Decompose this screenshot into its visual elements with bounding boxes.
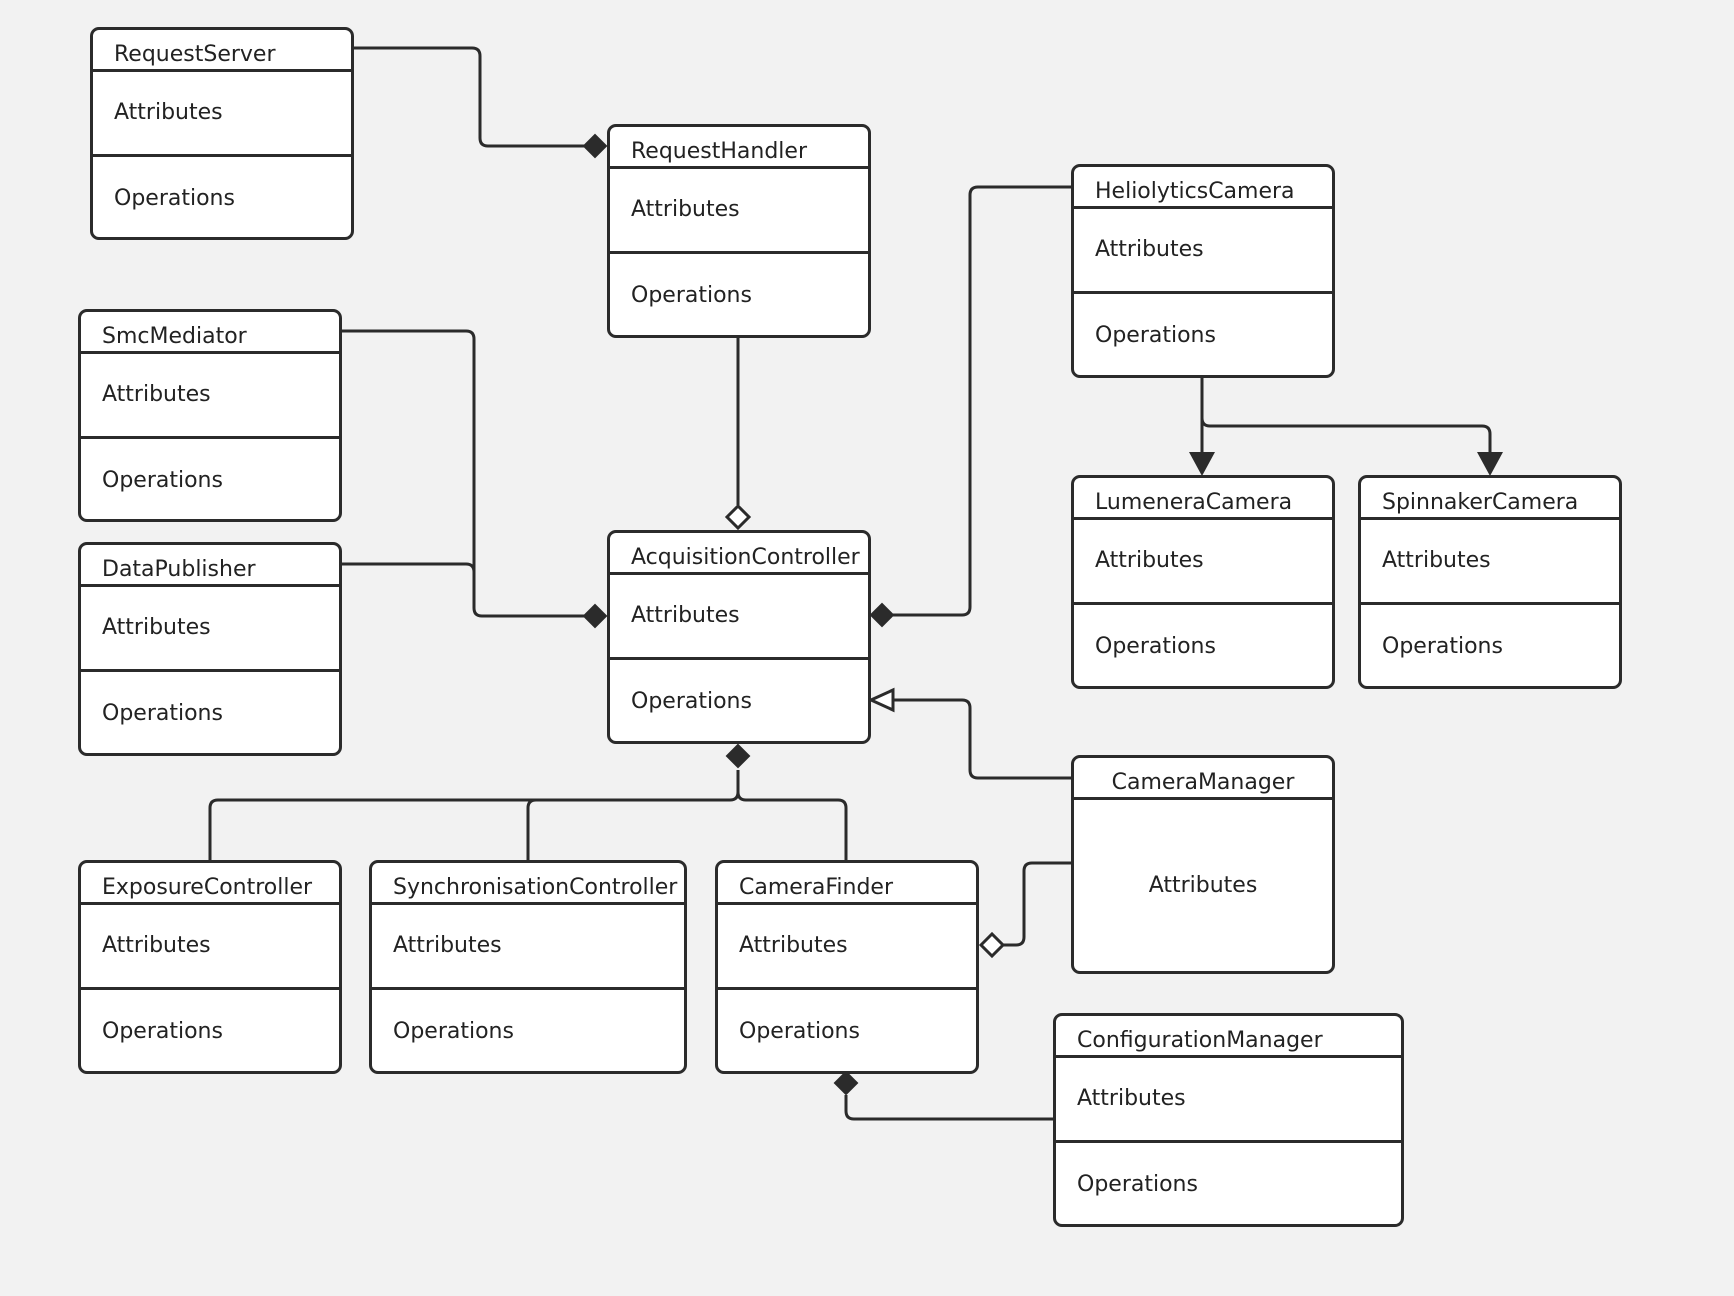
class-operations: Operations	[1095, 634, 1216, 659]
class-operations: Operations	[114, 186, 235, 211]
class-name: ExposureController	[81, 863, 339, 905]
class-name: HeliolyticsCamera	[1074, 167, 1332, 209]
class-attributes: Attributes	[610, 169, 868, 254]
composition-diamond-ac-right	[869, 602, 895, 628]
class-attributes: Attributes	[1074, 520, 1332, 605]
class-name: CameraManager	[1074, 758, 1332, 800]
class-operations: Operations	[102, 468, 223, 493]
class-operations: Operations	[631, 689, 752, 714]
aggregation-diamond-camerafinder	[978, 931, 1006, 959]
class-operations: Operations	[1077, 1172, 1198, 1197]
class-operations: Operations	[102, 701, 223, 726]
class-operations: Operations	[1382, 634, 1503, 659]
connector-bottom-tree	[208, 770, 740, 862]
class-attributes: Attributes	[1074, 209, 1332, 294]
class-name: CameraFinder	[718, 863, 976, 905]
class-spinnakercamera[interactable]: SpinnakerCamera Attributes Operations	[1358, 475, 1622, 689]
class-name: DataPublisher	[81, 545, 339, 587]
class-attributes: Attributes	[718, 905, 976, 990]
class-configurationmanager[interactable]: ConfigurationManager Attributes Operatio…	[1053, 1013, 1404, 1227]
connector-cameramanager-acquisitioncontroller	[893, 698, 1072, 780]
connector-heliolyticscamera-cameras	[1200, 378, 1492, 452]
connector-configurationmanager-camerafinder	[844, 1095, 1054, 1121]
class-name: SynchronisationController	[372, 863, 684, 905]
class-name: RequestServer	[93, 30, 351, 72]
class-acquisitioncontroller[interactable]: AcquisitionController Attributes Operati…	[607, 530, 871, 744]
class-operations: Operations	[393, 1019, 514, 1044]
class-name: LumeneraCamera	[1074, 478, 1332, 520]
connector-requestserver-requesthandler	[352, 46, 584, 148]
connector-smcmediator-acquisitioncontroller	[341, 329, 584, 618]
class-attributes: Attributes	[93, 72, 351, 157]
composition-diamond-requesthandler	[582, 133, 608, 159]
generalization-triangle	[867, 687, 895, 713]
class-attributes: Attributes	[1361, 520, 1619, 605]
connector-cameramanager-camerafinder	[1003, 861, 1072, 947]
class-attributes: Attributes	[372, 905, 684, 990]
class-name: ConfigurationManager	[1056, 1016, 1401, 1058]
composition-diamond-ac-bottom	[725, 743, 751, 769]
class-attributes: Attributes	[1056, 1058, 1401, 1143]
class-operations: Operations	[631, 283, 752, 308]
class-operations: Operations	[739, 1019, 860, 1044]
class-lumeneracamera[interactable]: LumeneraCamera Attributes Operations	[1071, 475, 1335, 689]
class-name: AcquisitionController	[610, 533, 868, 575]
class-exposurecontroller[interactable]: ExposureController Attributes Operations	[78, 860, 342, 1074]
composition-diamond-camerafinder-bottom	[833, 1070, 859, 1096]
class-heliolyticscamera[interactable]: HeliolyticsCamera Attributes Operations	[1071, 164, 1335, 378]
class-operations: Operations	[102, 1019, 223, 1044]
class-attributes: Attributes	[81, 587, 339, 672]
class-synchronisationcontroller[interactable]: SynchronisationController Attributes Ope…	[369, 860, 687, 1074]
class-cameramanager[interactable]: CameraManager Attributes	[1071, 755, 1335, 974]
class-name: SpinnakerCamera	[1361, 478, 1619, 520]
class-attributes: Attributes	[610, 575, 868, 660]
class-smcmediator[interactable]: SmcMediator Attributes Operations	[78, 309, 342, 522]
connector-datapublisher-acquisitioncontroller	[341, 562, 476, 608]
class-requesthandler[interactable]: RequestHandler Attributes Operations	[607, 124, 871, 338]
arrowhead-lumenera	[1189, 452, 1215, 476]
composition-diamond-ac-left	[582, 603, 608, 629]
class-datapublisher[interactable]: DataPublisher Attributes Operations	[78, 542, 342, 756]
class-attributes: Attributes	[81, 354, 339, 439]
class-attributes: Attributes	[81, 905, 339, 990]
arrowhead-spinnaker	[1477, 452, 1503, 476]
class-name: SmcMediator	[81, 312, 339, 354]
class-requestserver[interactable]: RequestServer Attributes Operations	[90, 27, 354, 240]
class-attributes: Attributes	[1148, 873, 1258, 898]
class-name: RequestHandler	[610, 127, 868, 169]
class-camerafinder[interactable]: CameraFinder Attributes Operations	[715, 860, 979, 1074]
class-operations: Operations	[1095, 323, 1216, 348]
aggregation-diamond-ac-top	[724, 503, 752, 531]
connector-heliolyticscamera-acquisitioncontroller	[893, 185, 1072, 617]
